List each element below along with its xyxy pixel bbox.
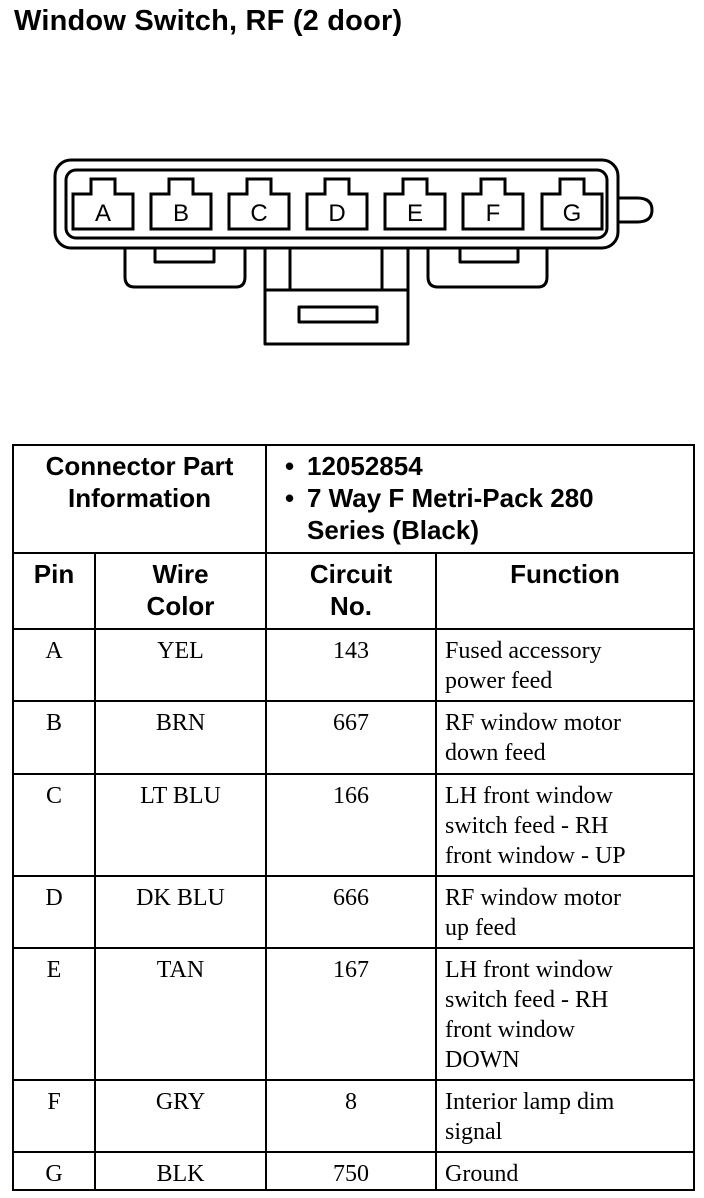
pin-cell: G	[12, 1151, 96, 1191]
function-cell: LH front window switch feed - RH front win…	[434, 773, 696, 877]
function-line: switch feed - RH	[445, 813, 609, 839]
circuit-cell: 8	[265, 1079, 437, 1153]
wire-color-header: Wire Color	[94, 552, 267, 630]
pin-cell: E	[12, 947, 96, 1081]
pin-cavity-c: C	[227, 177, 291, 231]
pin-label-b: B	[173, 200, 189, 227]
wire-color-cell: GRY	[94, 1079, 267, 1153]
circuit-cell: 750	[265, 1151, 437, 1191]
circuit-cell: 143	[265, 628, 437, 702]
pin-label-e: E	[407, 200, 423, 227]
circuit-cell: 167	[265, 947, 437, 1081]
function-line: Ground	[445, 1161, 519, 1187]
wire-color-cell: DK BLU	[94, 875, 267, 949]
function-header: Function	[434, 552, 696, 630]
connector-type-line: 7 Way F Metri-Pack 280	[307, 483, 594, 513]
pin-header: Pin	[12, 552, 96, 630]
wire-color-header-line: Color	[146, 591, 215, 621]
function-cell: Ground	[434, 1151, 696, 1191]
pin-cavity-d: D	[305, 177, 369, 231]
connector-part-info: 12052854 7 Way F Metri-Pack 280 Series (…	[264, 444, 696, 554]
function-line: LH front window	[445, 957, 613, 983]
connector-info-row: Connector Part Information 12052854 7 Wa…	[12, 444, 696, 554]
pin-cavities: A B C D E F G	[71, 177, 604, 231]
pin-cavity-b: B	[149, 177, 213, 231]
page-title: Window Switch, RF (2 door)	[14, 5, 403, 37]
wire-color-cell: TAN	[94, 947, 267, 1081]
function-line: front window - UP	[445, 843, 626, 869]
wire-color-cell: YEL	[94, 628, 267, 702]
connector-type: 7 Way F Metri-Pack 280 Series (Black)	[285, 482, 687, 546]
pin-label-c: C	[250, 200, 267, 227]
function-line: Interior lamp dim	[445, 1089, 615, 1115]
wire-color-cell: BRN	[94, 700, 267, 775]
function-line: up feed	[445, 915, 517, 941]
circuit-cell: 667	[265, 700, 437, 775]
function-cell: LH front window switch feed - RH front win…	[434, 947, 696, 1081]
pin-cell: B	[12, 700, 96, 775]
function-cell: Interior lamp dim signal	[434, 1079, 696, 1153]
function-line: down feed	[445, 740, 546, 766]
connector-diagram: A B C D E F G	[53, 158, 654, 346]
function-line: RF window motor	[445, 885, 622, 911]
function-line: switch feed - RH	[445, 987, 609, 1013]
function-line: Fused accessory	[445, 638, 602, 664]
function-line: front window	[445, 1017, 575, 1043]
pin-label-d: D	[328, 200, 345, 227]
wire-color-cell: BLK	[94, 1151, 267, 1191]
connector-part-label-line: Information	[68, 483, 211, 513]
circuit-cell: 166	[265, 773, 437, 877]
pin-cavity-f: F	[461, 177, 525, 231]
column-header-row: Pin Wire Color Circuit No. Function	[12, 552, 696, 630]
pin-cell: F	[12, 1079, 96, 1153]
pinout-table: Connector Part Information 12052854 7 Wa…	[12, 444, 696, 1191]
function-line: DOWN	[445, 1047, 520, 1073]
pin-label-a: A	[95, 200, 111, 227]
wire-color-header-line: Wire	[152, 559, 209, 589]
pin-cell: C	[12, 773, 96, 877]
circuit-no-header-line: No.	[330, 591, 372, 621]
function-cell: RF window motor down feed	[434, 700, 696, 775]
connector-part-label: Connector Part Information	[12, 444, 267, 554]
pin-cavity-e: E	[383, 177, 447, 231]
circuit-cell: 666	[265, 875, 437, 949]
pin-cavity-a: A	[71, 177, 135, 231]
part-number: 12052854	[285, 450, 687, 482]
function-cell: RF window motor up feed	[434, 875, 696, 949]
pin-label-g: G	[563, 200, 582, 227]
connector-type-line: Series (Black)	[307, 515, 479, 545]
function-line: LH front window	[445, 783, 613, 809]
circuit-no-header: Circuit No.	[265, 552, 437, 630]
pin-cavity-g: G	[540, 177, 604, 231]
wire-color-cell: LT BLU	[94, 773, 267, 877]
connector-part-label-line: Connector Part	[45, 451, 234, 481]
function-cell: Fused accessory power feed	[434, 628, 696, 702]
pin-cell: D	[12, 875, 96, 949]
function-line: RF window motor	[445, 710, 622, 736]
circuit-no-header-line: Circuit	[309, 559, 393, 589]
pin-cell: A	[12, 628, 96, 702]
pin-label-f: F	[486, 200, 501, 227]
function-line: signal	[445, 1119, 503, 1145]
function-line: power feed	[445, 668, 553, 694]
